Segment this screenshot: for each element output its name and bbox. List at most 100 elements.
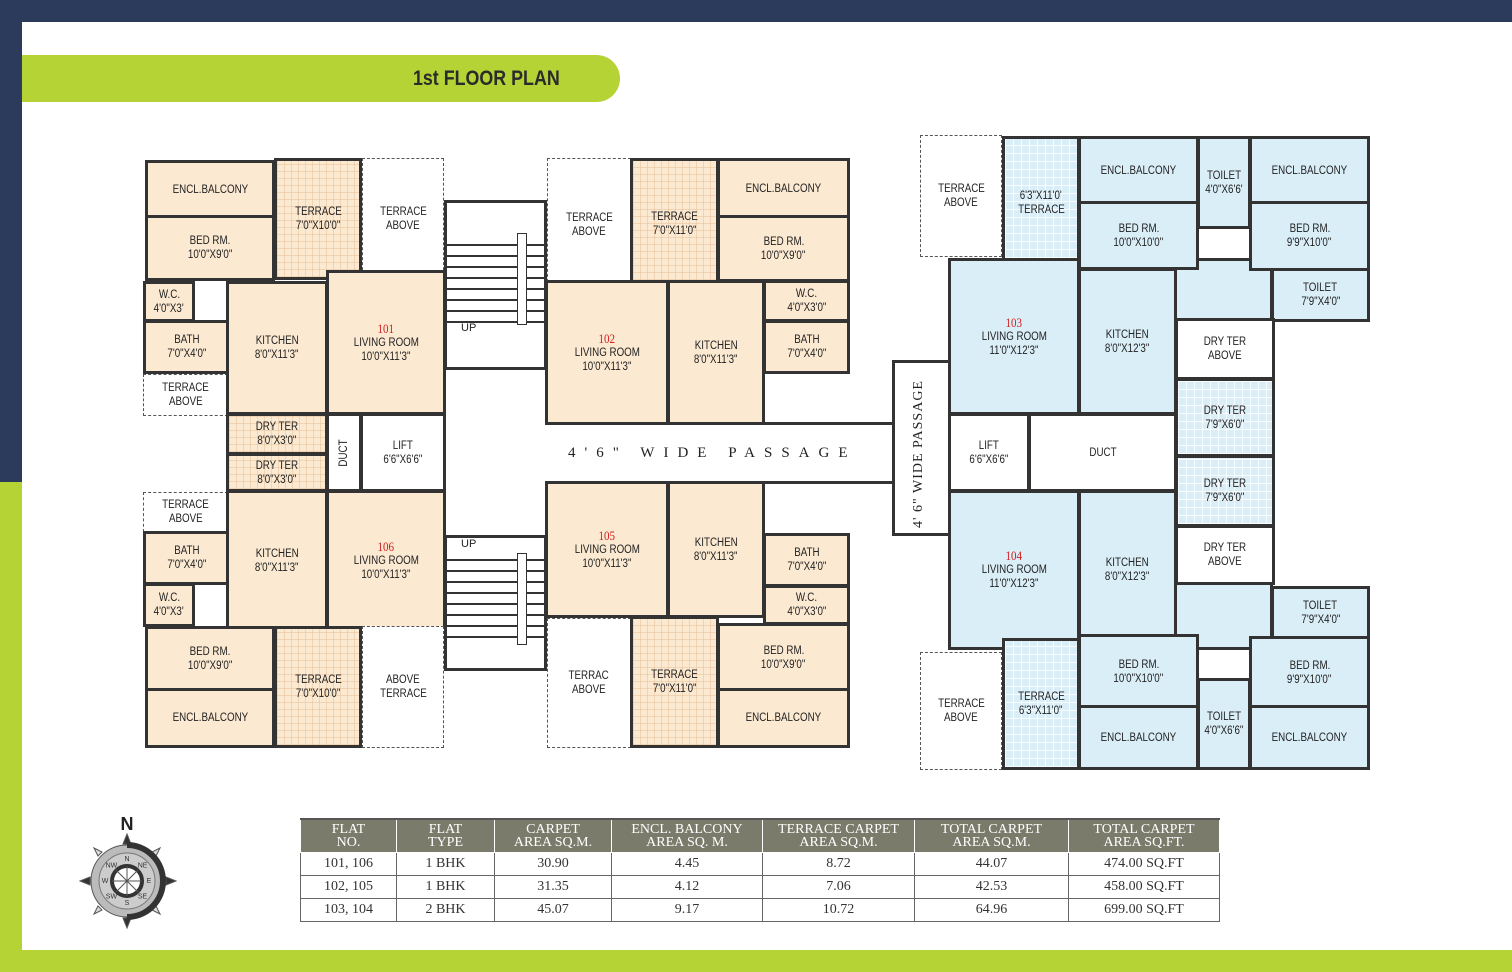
table-cell: 64.96 <box>914 898 1069 922</box>
staircase-bottom <box>444 535 547 671</box>
horizontal-passage-label: 4'6" WIDE PASSAGE <box>568 445 857 461</box>
room-name: KITCHEN <box>1106 328 1149 341</box>
room-duct: DUCT <box>326 413 362 492</box>
room-name: BED RM. <box>1289 659 1330 672</box>
room-name: LIFT <box>978 439 1000 452</box>
room-name: DRY TER <box>1203 542 1247 554</box>
room-size: 11'0"X12'3" <box>989 344 1039 357</box>
vertical-passage-label: 4' 6" WIDE PASSAGE <box>910 380 926 528</box>
room-bed-rm: BED RM.10'0"X9'0" <box>717 623 850 690</box>
room-name: BED RM. <box>1118 222 1159 235</box>
room-w-c: W.C.4'0"X3' <box>143 583 195 627</box>
room-name: TOILET <box>1206 169 1242 182</box>
room-bed-rm: BED RM.9'9"X10'0" <box>1249 636 1370 707</box>
room-encl-balcony: ENCL.BALCONY <box>1078 705 1199 770</box>
room-size: 7'9"X6'0" <box>1205 418 1245 431</box>
page-title: 1st FLOOR PLAN <box>412 66 560 90</box>
room-size: 6'6"X6'6" <box>969 453 1009 466</box>
stairs-up-label: UP <box>461 538 477 550</box>
table-header-line: NO. <box>336 835 361 850</box>
table-cell: 474.00 SQ.FT <box>1068 852 1220 876</box>
room-name: TERRACE <box>294 674 342 686</box>
room-size: 8'0"X11'3" <box>255 562 299 574</box>
top-border <box>0 0 1512 22</box>
room-bed-rm: BED RM. 10'0"X9'0" <box>145 215 275 281</box>
room-encl-balcony: ENCL.BALCONY <box>717 688 850 748</box>
room-name: W.C. <box>158 592 180 604</box>
room-size: 10'0"X9'0" <box>761 249 806 262</box>
room-name: KITCHEN <box>694 339 738 352</box>
table-cell: 1 BHK <box>396 875 495 899</box>
room-size: 8'0"X11'3" <box>255 349 299 361</box>
room-name: BED RM. <box>1289 223 1330 235</box>
room-size: 7'0"X4'0" <box>167 348 206 360</box>
room-name: BED RM. <box>189 235 231 247</box>
room-size: 4'0"X3' <box>153 302 185 315</box>
room-name: BED RM. <box>189 646 231 658</box>
room-size: TERRACE <box>379 688 427 700</box>
bottom-border <box>0 950 1512 972</box>
room-size: ABOVE <box>1208 556 1242 568</box>
room-name: BED RM. <box>763 644 804 657</box>
table-header-line: CARPET <box>526 822 580 837</box>
room-name: 6'3"X11'0' <box>1019 189 1063 202</box>
room-size: 6'6"X6'6" <box>383 453 423 466</box>
flat-number: 102 <box>598 330 616 346</box>
room-name: TERRACE <box>651 669 698 681</box>
room-name: TERRACE <box>1017 691 1065 703</box>
table-header-line: TOTAL CARPET <box>940 822 1043 837</box>
table-cell: 699.00 SQ.FT <box>1068 898 1220 922</box>
room-name: BATH <box>793 547 820 559</box>
room-encl-balcony: ENCL.BALCONY <box>717 158 850 217</box>
room-size: 9'9"X10'0" <box>1287 673 1332 686</box>
table-cell: 2 BHK <box>396 898 495 922</box>
room-size: ABOVE <box>168 513 203 525</box>
room-name: TERRAC <box>568 670 610 682</box>
room-size: 7'9"X6'0" <box>1205 492 1245 504</box>
room-name: BATH <box>793 334 820 346</box>
room-name: BATH <box>173 334 200 346</box>
room-size: TERRACE <box>1017 203 1065 216</box>
room-name: ENCL.BALCONY <box>172 712 248 724</box>
table-cell: 10.72 <box>762 898 915 922</box>
room-bed-rm: BED RM.10'0"X9'0" <box>717 215 850 282</box>
room-6-3-x11-0: 6'3"X11'0'TERRACE <box>1002 136 1080 269</box>
compass-point-label: N <box>124 856 129 863</box>
table-cell: 9.17 <box>611 898 763 922</box>
staircase-top <box>444 200 547 370</box>
room-size: 10'0"X9'0" <box>187 249 233 261</box>
table-cell: 4.45 <box>611 852 763 876</box>
room-name: TERRACE <box>937 698 985 710</box>
compass-point-label: SW <box>106 894 118 901</box>
table-header-line: AREA SQ.M. <box>799 835 878 850</box>
room-size: ABOVE <box>1208 350 1242 362</box>
room-size: 11'0"X12'3" <box>989 578 1039 590</box>
compass-north-label: N <box>121 814 134 834</box>
stairs-up-label: UP <box>461 322 477 334</box>
